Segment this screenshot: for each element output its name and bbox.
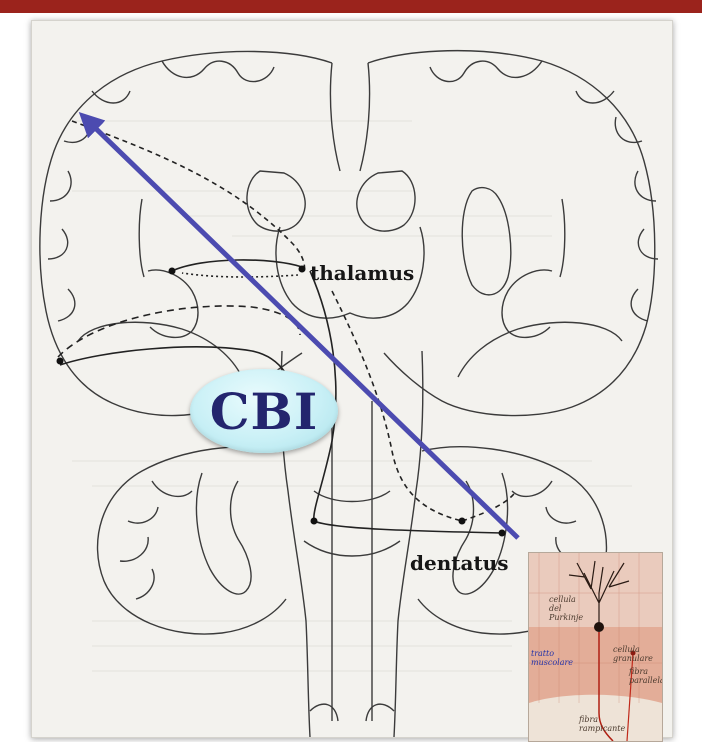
diagram-frame: thalamus dentatus CBI cellula del Purkin bbox=[31, 20, 673, 738]
dentatus-label: dentatus bbox=[410, 551, 509, 575]
inset-label-granulare: cellula granulare bbox=[613, 645, 657, 663]
purkinje-cell-inset: cellula del Purkinje cellula granulare f… bbox=[528, 552, 663, 742]
inset-label-parallela: fibra parallela bbox=[629, 667, 661, 685]
cbi-label: CBI bbox=[210, 382, 318, 441]
top-accent-bar bbox=[0, 0, 702, 13]
inset-label-rampicante: fibra rampicante bbox=[579, 715, 627, 733]
cbi-bubble: CBI bbox=[190, 369, 338, 453]
inset-label-muscolare: tratto muscolare bbox=[531, 649, 569, 667]
thalamus-label: thalamus bbox=[310, 261, 414, 285]
inset-label-purkinje: cellula del Purkinje bbox=[549, 595, 589, 622]
